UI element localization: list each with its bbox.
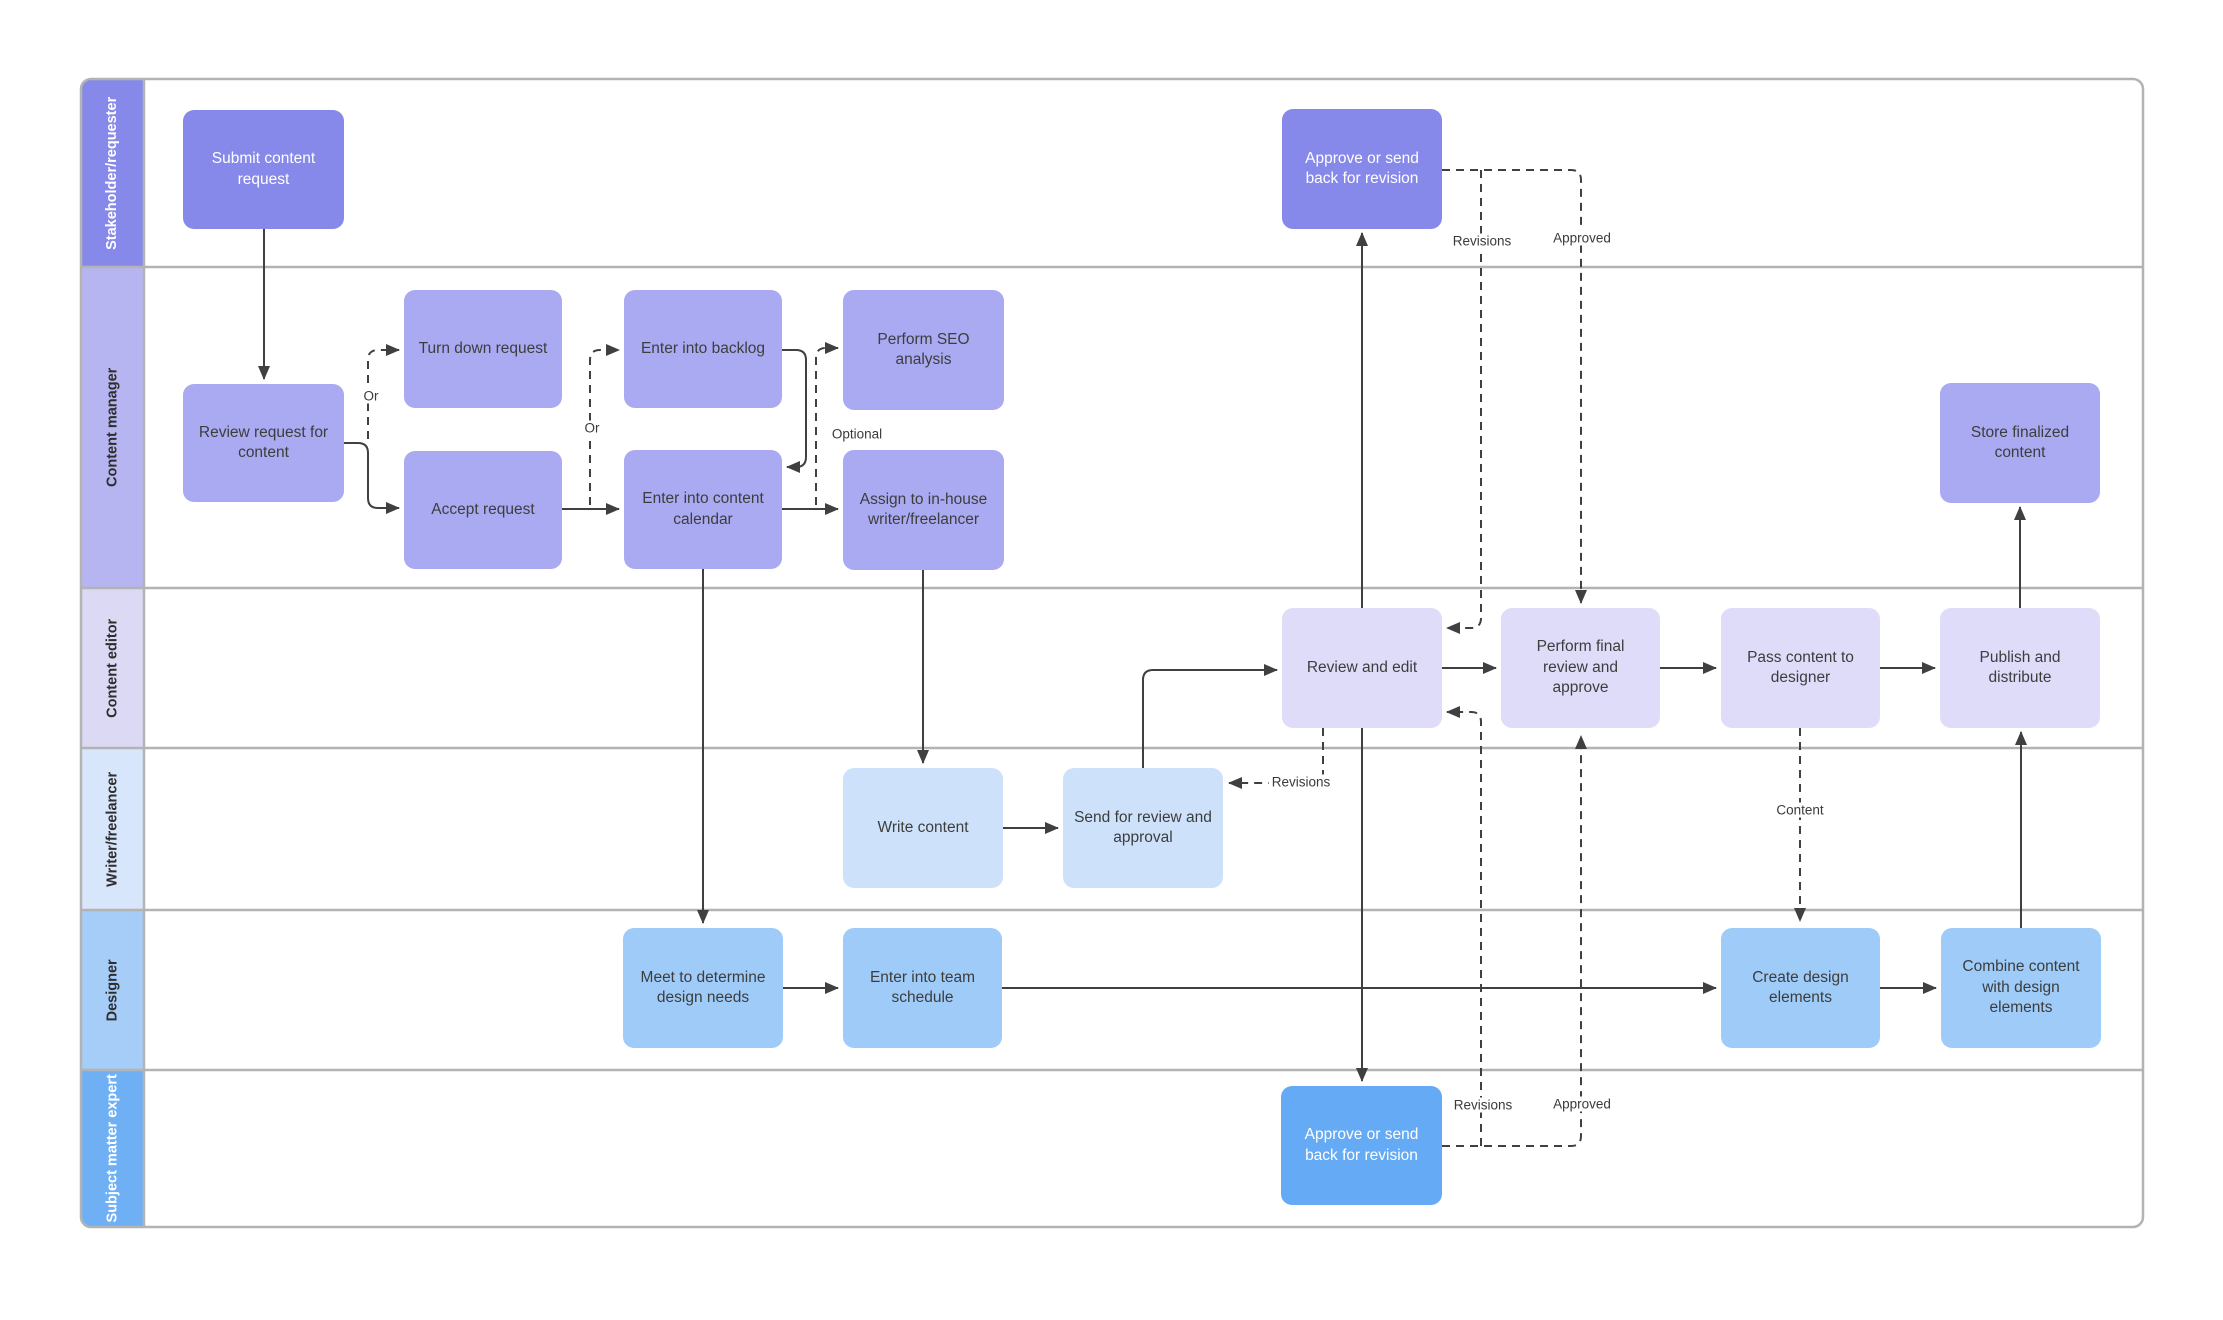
node-label: Turn down request (418, 339, 548, 357)
edge-label-approved-bottom[interactable]: Approved (1550, 1096, 1614, 1112)
diagram-frame (79, 77, 2145, 1229)
node-approve-or-send-back-sme[interactable]: Approve or send back for revision (1281, 1086, 1442, 1205)
node-store-finalized-content[interactable]: Store finalized content (1940, 383, 2100, 503)
node-label: Enter into team schedule (869, 968, 976, 1006)
node-publish-and-distribute[interactable]: Publish and distribute (1940, 608, 2100, 728)
node-enter-into-backlog[interactable]: Enter into backlog (624, 290, 782, 408)
node-submit-content-request[interactable]: Submit content request (183, 110, 344, 229)
edge-review-request-to-accept[interactable] (344, 442, 400, 514)
lane-header-writer-freelancer[interactable]: Writer/freelancer (81, 748, 144, 910)
node-enter-into-content-calendar[interactable]: Enter into content calendar (624, 450, 782, 569)
edge-accept-to-backlog-or[interactable] (589, 344, 620, 505)
node-label: Publish and distribute (1979, 648, 2061, 686)
edge-approve-top-revisions-to-review-edit[interactable] (1446, 170, 1482, 634)
node-label: Perform SEO analysis (877, 330, 970, 368)
node-accept-request[interactable]: Accept request (404, 451, 562, 569)
node-combine-content-with-design-elements[interactable]: Combine content with design elements (1941, 928, 2101, 1048)
node-label: Accept request (431, 500, 535, 518)
node-turn-down-request[interactable]: Turn down request (404, 290, 562, 408)
node-label: Enter into content calendar (642, 490, 764, 528)
edge-label-content[interactable]: Content (1773, 802, 1827, 818)
node-approve-or-send-back-stakeholder[interactable]: Approve or send back for revision (1282, 109, 1442, 229)
node-write-content[interactable]: Write content (843, 768, 1003, 888)
node-enter-into-team-schedule[interactable]: Enter into team schedule (843, 928, 1002, 1048)
lane-header-stakeholder[interactable]: Stakeholder/requester (81, 79, 144, 267)
node-send-for-review-and-approval[interactable]: Send for review and approval (1063, 768, 1223, 888)
node-label: Assign to in-house writer/freelancer (859, 490, 988, 528)
node-label: Pass content to designer (1747, 648, 1854, 686)
node-perform-final-review-and-approve[interactable]: Perform final review and approve (1501, 608, 1660, 728)
edge-approve-bottom-approved-to-perform-final[interactable] (1442, 735, 1587, 1147)
edge-approve-bottom-revisions-to-review-edit[interactable] (1446, 706, 1482, 1146)
edge-label-revisions-top[interactable]: Revisions (1449, 233, 1515, 249)
edge-send-to-review-edit[interactable] (1142, 664, 1278, 768)
node-label: Create design elements (1752, 968, 1849, 1006)
lane-header-content-editor[interactable]: Content editor (81, 588, 144, 748)
node-label: Send for review and approval (1074, 808, 1212, 846)
edge-label-revisions-writer[interactable]: Revisions (1268, 774, 1334, 790)
edge-label-or-backlog[interactable]: Or (581, 420, 603, 436)
edge-label-or-turn-down[interactable]: Or (360, 388, 382, 404)
edge-approve-top-approved-to-perform-final[interactable] (1442, 169, 1587, 604)
node-pass-content-to-designer[interactable]: Pass content to designer (1721, 608, 1880, 728)
node-assign-to-writer-freelancer[interactable]: Assign to in-house writer/freelancer (843, 450, 1004, 570)
edge-backlog-to-calendar[interactable] (782, 349, 807, 473)
node-label: Approve or send back for revision (1304, 1126, 1419, 1164)
node-review-request-for-content[interactable]: Review request for content (183, 384, 344, 502)
lane-header-content-manager[interactable]: Content manager (81, 267, 144, 588)
lane-header-subject-matter-expert[interactable]: Subject matter expert (81, 1070, 144, 1227)
edge-calendar-to-seo-optional[interactable] (815, 342, 839, 505)
node-label: Submit content request (211, 150, 316, 188)
edge-label-optional[interactable]: Optional (828, 426, 886, 442)
node-review-and-edit[interactable]: Review and edit (1282, 608, 1442, 728)
edge-label-revisions-bottom[interactable]: Revisions (1450, 1097, 1516, 1113)
node-perform-seo-analysis[interactable]: Perform SEO analysis (843, 290, 1004, 410)
edge-review-request-to-turn-down-or[interactable] (367, 344, 400, 439)
node-label: Enter into backlog (640, 339, 766, 357)
node-label: Combine content with design elements (1962, 958, 2080, 1017)
edge-label-approved-top[interactable]: Approved (1550, 230, 1614, 246)
node-meet-to-determine-design-needs[interactable]: Meet to determine design needs (623, 928, 783, 1048)
node-create-design-elements[interactable]: Create design elements (1721, 928, 1880, 1048)
node-label: Store finalized content (1970, 423, 2070, 461)
node-label: Write content (877, 818, 969, 836)
node-label: Review and edit (1306, 658, 1418, 676)
node-label: Approve or send back for revision (1305, 149, 1419, 187)
node-label: Meet to determine design needs (640, 968, 766, 1006)
lane-header-designer[interactable]: Designer (81, 910, 144, 1070)
node-label: Perform final review and approve (1536, 638, 1625, 697)
node-label: Review request for content (198, 423, 329, 461)
